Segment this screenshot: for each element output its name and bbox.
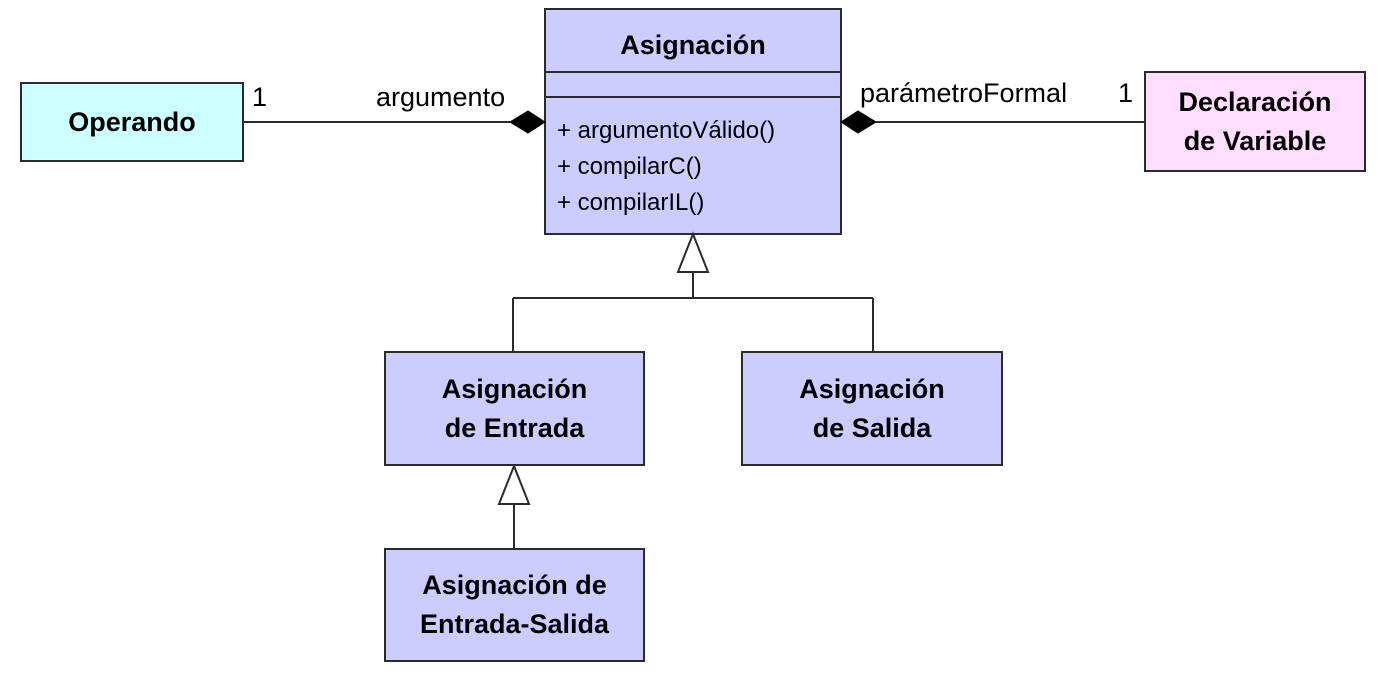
asignacion-entrada-salida-line-1: Asignación de [422,570,607,600]
declaracion-variable-line-1: Declaración [1178,86,1332,117]
asignacion-class-name: Asignación [620,29,766,60]
operando-class[interactable]: Operando [20,82,244,162]
declaracion-variable-line-2: de Variable [1183,125,1327,156]
asignacion-entrada-class[interactable]: Asignación de Entrada [384,351,645,466]
multiplicity-declaracion: 1 [1118,78,1134,108]
declaracion-variable-name: Declaración de Variable [1178,83,1331,161]
asignacion-entrada-salida-name: Asignación de Entrada-Salida [420,566,609,644]
asignacion-entrada-name: Asignación de Entrada [442,370,588,448]
asignacion-class: Asignación + argumentoVálido() + compila… [545,9,841,234]
asignacion-entrada-salida-class[interactable]: Asignación de Entrada-Salida [384,548,645,662]
composition-diamond-argumento [509,110,546,134]
generalization-triangle-asignacion [676,231,710,273]
operation-argumento-valido[interactable]: + argumentoVálido() [557,117,776,144]
asignacion-operations: + argumentoVálido() + compilarC() + comp… [557,113,775,221]
declaracion-variable-class[interactable]: Declaración de Variable [1144,71,1366,172]
asignacion-salida-class[interactable]: Asignación de Salida [741,351,1003,466]
generalization-triangle-entrada [497,463,531,505]
operando-class-name: Operando [68,106,196,137]
asignacion-entrada-line-1: Asignación [441,373,588,404]
operation-compilar-il[interactable]: + compilarIL() [557,189,705,216]
role-parametro-formal: parámetroFormal [860,78,1068,108]
asignacion-entrada-salida-line-2: Entrada-Salida [419,609,610,639]
operation-compilar-c[interactable]: + compilarC() [557,153,702,180]
asignacion-salida-line-1: Asignación [799,373,945,404]
asignacion-salida-line-2: de Salida [812,412,932,443]
role-argumento: argumento [376,82,506,112]
asignacion-salida-name: Asignación de Salida [799,370,945,448]
multiplicity-operando: 1 [252,82,268,112]
asignacion-class-box[interactable] [544,8,842,235]
asignacion-entrada-line-2: de Entrada [444,412,585,443]
composition-diamond-parametro-formal [840,110,877,134]
